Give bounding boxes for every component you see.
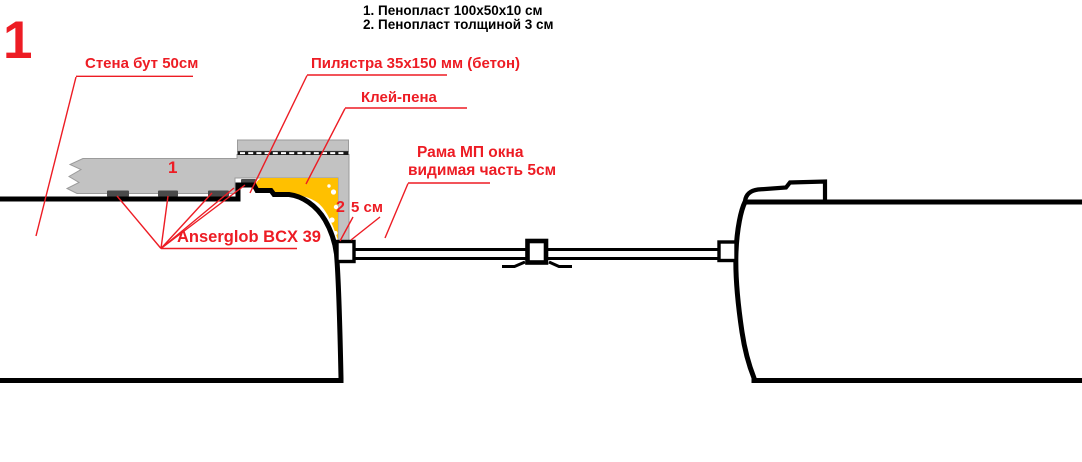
marker-foam-board: 1 bbox=[168, 158, 178, 177]
figure-number: 1 bbox=[3, 11, 33, 70]
pilaster-callout-leader bbox=[249, 75, 308, 194]
adhesive-leader-5 bbox=[160, 184, 246, 250]
foam-blob bbox=[327, 184, 331, 188]
mullion-wing-right bbox=[548, 260, 572, 268]
marker-thin-foam: 2 bbox=[336, 199, 345, 216]
note-line-1: 1. Пенопласт 100х50х10 см bbox=[363, 3, 543, 18]
frame-box-right bbox=[717, 240, 738, 263]
frame-box-left bbox=[335, 239, 356, 264]
wall-section-right bbox=[733, 199, 1082, 383]
callout-frame-line2: видимая часть 5см bbox=[408, 162, 557, 179]
note-line-2: 2. Пенопласт толщиной 3 см bbox=[363, 17, 554, 32]
callout-adhesive: Anserglob BCX 39 bbox=[177, 228, 321, 246]
callout-frame-line1: Рама МП окна bbox=[417, 144, 524, 161]
adhesive-leader-1 bbox=[116, 195, 162, 249]
adhesive-pad-3 bbox=[208, 190, 229, 197]
adhesive-pad-1 bbox=[107, 190, 129, 197]
adhesive-leader-3 bbox=[160, 192, 213, 249]
foam-blob bbox=[333, 204, 339, 210]
foam-blob bbox=[329, 217, 335, 223]
frame-mullion bbox=[525, 238, 549, 265]
pilaster-cap bbox=[237, 139, 349, 152]
wall-callout-leader bbox=[35, 76, 77, 237]
callout-pilaster: Пилястра 35х150 мм (бетон) bbox=[311, 55, 520, 72]
glue-callout-leader bbox=[305, 108, 346, 185]
wall-section-left bbox=[0, 182, 344, 383]
wall-ledge-right bbox=[742, 179, 828, 202]
dim5-leader-1 bbox=[339, 216, 354, 242]
foam-blob bbox=[333, 231, 338, 235]
adhesive-pad-2 bbox=[158, 190, 178, 197]
dim5-leader-2 bbox=[350, 216, 381, 241]
adhesive-leader-4 bbox=[160, 187, 235, 250]
dimension-5cm: 5 см bbox=[351, 199, 383, 216]
adhesive-leader-2 bbox=[160, 195, 169, 249]
callout-wall: Стена бут 50см bbox=[85, 55, 199, 72]
callout-glue-foam: Клей-пена bbox=[361, 89, 437, 106]
frame-callout-leader bbox=[384, 183, 409, 239]
materials-note: 1. Пенопласт 100х50х10 см 2. Пенопласт т… bbox=[363, 4, 554, 32]
mullion-wing-left bbox=[502, 260, 526, 268]
foam-blob bbox=[330, 189, 337, 195]
